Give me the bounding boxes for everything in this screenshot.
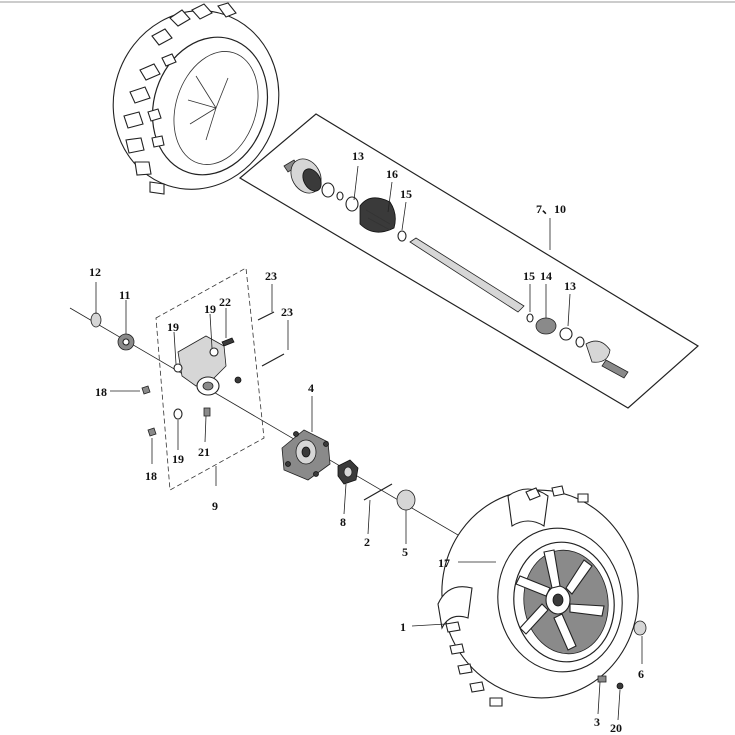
callout-6: 6 <box>638 667 644 681</box>
lower-wheel-and-tire <box>437 485 647 707</box>
callout-7-10: 7、10 <box>536 202 566 216</box>
knuckle-assembly-box <box>155 267 265 491</box>
callout-18-a: 18 <box>95 385 107 399</box>
callout-13-a: 13 <box>352 149 364 163</box>
callout-20: 20 <box>610 721 622 735</box>
callout-14: 14 <box>540 269 552 283</box>
callout-labels: 12 11 19 19 19 22 23 23 18 18 21 9 4 8 2… <box>89 149 644 735</box>
upper-tire <box>112 2 280 195</box>
knuckle-parts <box>90 311 285 437</box>
callout-21: 21 <box>198 445 210 459</box>
callout-2: 2 <box>364 535 370 549</box>
callout-8: 8 <box>340 515 346 529</box>
callout-23-a: 23 <box>265 269 277 283</box>
hub-parts <box>281 429 416 511</box>
callout-5: 5 <box>402 545 408 559</box>
callout-16: 16 <box>386 167 398 181</box>
leader-lines <box>95 165 643 721</box>
callout-9: 9 <box>212 499 218 513</box>
callout-4: 4 <box>308 381 314 395</box>
drive-shaft-assembly-box <box>238 113 700 409</box>
callout-12: 12 <box>89 265 101 279</box>
callout-22: 22 <box>219 295 231 309</box>
callout-15-b: 15 <box>523 269 535 283</box>
callout-19-b: 19 <box>204 302 216 316</box>
callout-13-b: 13 <box>564 279 576 293</box>
callout-3: 3 <box>594 715 600 729</box>
callout-17: 17 <box>438 556 450 570</box>
drive-shaft-parts <box>283 158 629 379</box>
callout-19-c: 19 <box>172 452 184 466</box>
callout-23-b: 23 <box>281 305 293 319</box>
callout-11: 11 <box>119 288 130 302</box>
callout-15-a: 15 <box>400 187 412 201</box>
callout-19-a: 19 <box>167 320 179 334</box>
callout-18-b: 18 <box>145 469 157 483</box>
callout-1: 1 <box>400 620 406 634</box>
